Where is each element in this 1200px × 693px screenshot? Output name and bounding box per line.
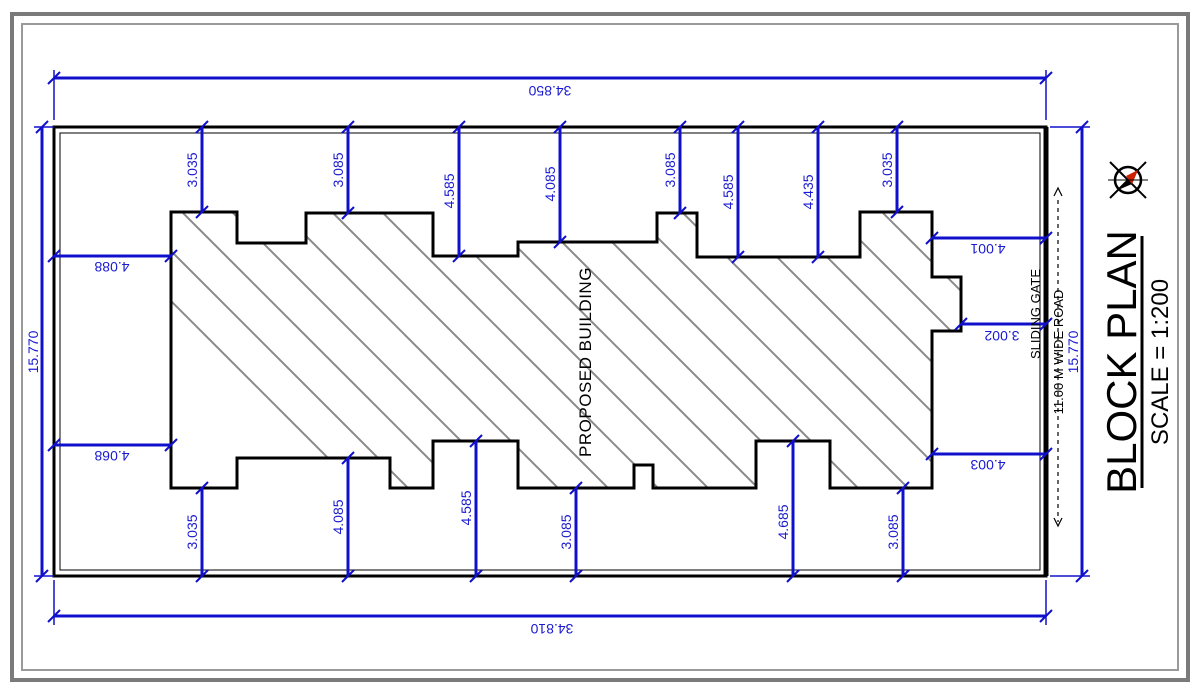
right-setback-1-label: 4.001: [970, 241, 1005, 257]
dim-top-width-label: 34.850: [528, 83, 571, 99]
bottom-setback-1: 3.035: [184, 481, 209, 583]
top-setback-7-label: 4.435: [800, 174, 816, 209]
top-setback-5-label: 3.085: [662, 152, 678, 187]
gate-label: SLIDING GATE: [1028, 269, 1043, 359]
bottom-setback-1-label: 3.035: [184, 514, 200, 549]
right-setback-1: 4.001: [925, 231, 1053, 257]
dim-bottom-width-label: 34.810: [530, 621, 573, 637]
dim-right-height-label: 15.770: [1065, 330, 1081, 373]
top-setback-1: 3.035: [184, 120, 209, 219]
top-setback-1-label: 3.035: [184, 152, 200, 187]
bottom-setback-4: 3.085: [558, 481, 583, 583]
top-setback-4-label: 4.085: [542, 166, 558, 201]
dim-left-height-label: 15.770: [25, 330, 41, 373]
top-setback-2-label: 3.085: [330, 152, 346, 187]
right-setback-2: 3.002: [954, 317, 1053, 344]
bottom-setback-5-label: 4.685: [775, 504, 791, 539]
bottom-setback-6: 3.085: [885, 481, 910, 583]
bottom-setback-4-label: 3.085: [558, 514, 574, 549]
sheet-border-inner: [21, 23, 1179, 671]
dimension-left-height: 15.770: [25, 120, 54, 583]
top-setback-8: 3.035: [879, 120, 904, 219]
sheet-border-outer: [10, 12, 1190, 682]
road-label: 11.00 M WIDE ROAD: [1051, 290, 1066, 415]
bottom-setback-3-label: 4.585: [458, 490, 474, 525]
top-setback-8-label: 3.035: [879, 152, 895, 187]
bottom-setback-5: 4.685: [775, 434, 800, 583]
left-setback-2: 4.068: [47, 438, 178, 464]
top-setback-4: 4.085: [542, 120, 567, 249]
top-setback-5: 3.085: [662, 120, 687, 220]
block-plan-title: BLOCK PLAN: [1098, 230, 1145, 494]
building-outline: [169, 210, 963, 490]
bottom-setback-3: 4.585: [458, 434, 483, 583]
left-setback-2-label: 4.068: [94, 448, 129, 464]
road-annotation: 11.00 M WIDE ROAD: [1051, 186, 1066, 528]
plot-boundary: [52, 125, 1049, 578]
left-setback-1: 4.088: [47, 249, 178, 275]
right-setback-2-label: 3.002: [984, 328, 1019, 344]
north-arrow-icon: [1108, 161, 1148, 199]
dimension-right-height: 15.770: [1050, 120, 1090, 583]
left-setback-1-label: 4.088: [94, 259, 129, 275]
top-setback-3-label: 4.585: [441, 173, 457, 208]
building-label: PROPOSED BUILDING: [576, 267, 595, 457]
top-setback-2: 3.085: [330, 120, 355, 220]
right-setback-3: 4.003: [925, 447, 1053, 473]
dimension-bottom-width: 34.810: [47, 580, 1053, 637]
scale-label: SCALE = 1:200: [1147, 279, 1174, 445]
bottom-setback-6-label: 3.085: [885, 514, 901, 549]
bottom-setback-2: 4.085: [330, 451, 355, 583]
dimension-top-width: 34.850: [47, 70, 1053, 120]
bottom-setback-2-label: 4.085: [330, 499, 346, 534]
right-setback-3-label: 4.003: [970, 457, 1005, 473]
top-setback-7: 4.435: [800, 120, 825, 264]
top-setback-6-label: 4.585: [720, 174, 736, 209]
top-setback-3: 4.585: [441, 120, 466, 263]
proposed-building: PROPOSED BUILDING: [169, 210, 963, 490]
top-setback-6: 4.585: [720, 120, 745, 264]
